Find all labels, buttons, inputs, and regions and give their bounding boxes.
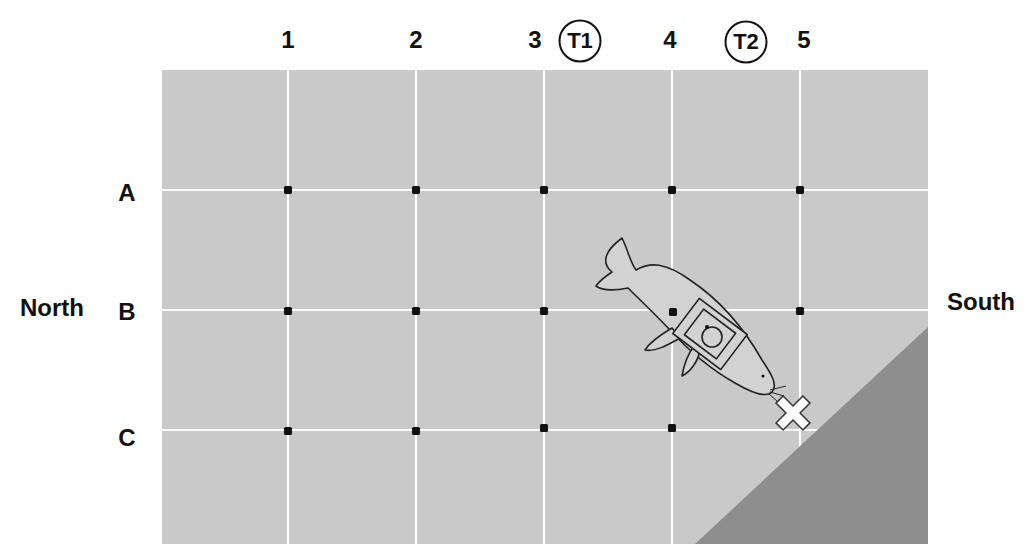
grid-lines <box>162 70 928 544</box>
column-label: 4 <box>663 28 676 52</box>
transect-circle: T1 <box>558 19 602 63</box>
transect-label: T2 <box>733 31 759 53</box>
row-label: A <box>118 181 135 205</box>
circle-outline <box>726 22 767 63</box>
column-label: 2 <box>409 28 422 52</box>
water-area <box>162 70 928 544</box>
transect-circle: T2 <box>724 20 768 64</box>
grid-points <box>284 186 804 435</box>
seal-figure <box>596 238 786 402</box>
location-cross <box>766 386 820 440</box>
circle-outline <box>560 21 601 62</box>
column-label: 5 <box>797 28 810 52</box>
column-label: 3 <box>528 28 541 52</box>
direction-label: South <box>947 290 1015 314</box>
direction-label: North <box>20 296 84 320</box>
column-label: 1 <box>281 28 294 52</box>
row-label: B <box>118 300 135 324</box>
row-label: C <box>118 426 135 450</box>
transect-label: T1 <box>567 30 593 52</box>
